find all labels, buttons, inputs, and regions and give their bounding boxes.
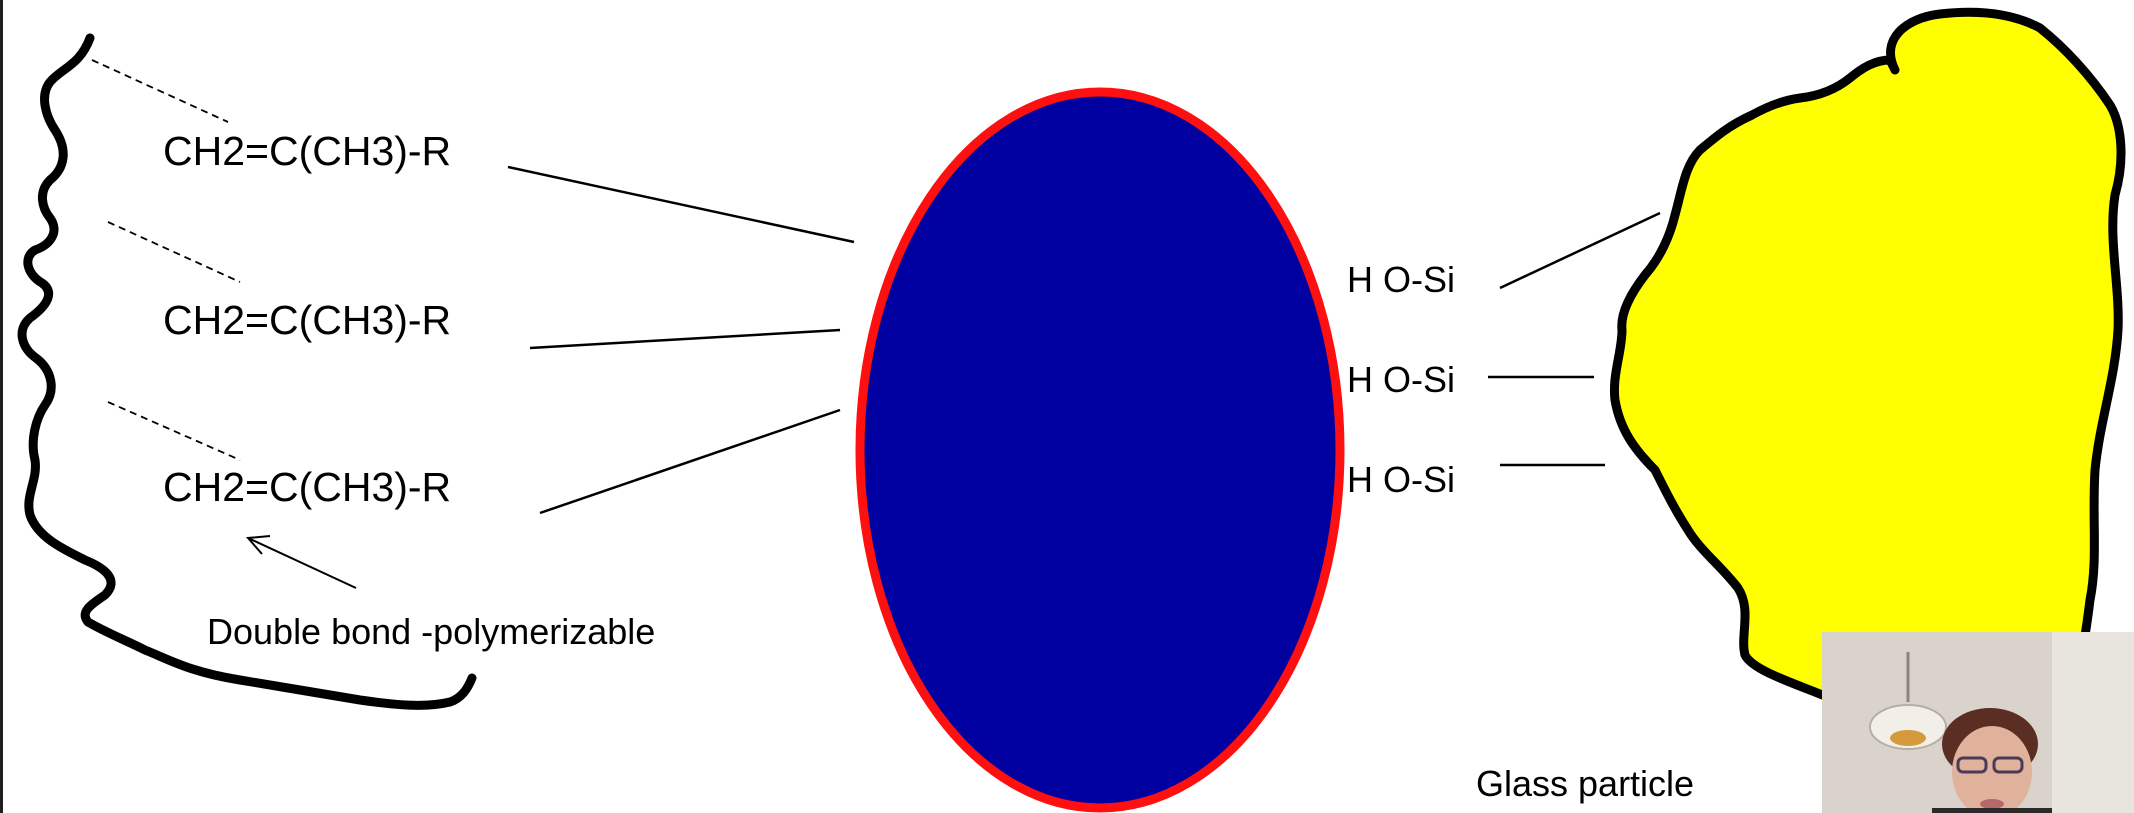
methacrylate-label-3: CH2=C(CH3)-R xyxy=(163,464,452,510)
glass-particle xyxy=(1609,7,2126,751)
webcam-ceiling-lamp xyxy=(1869,704,1947,750)
silanol-label-2: H O-Si xyxy=(1347,359,1455,400)
methacrylate-label-1: CH2=C(CH3)-R xyxy=(163,128,452,174)
webcam-presenter-face xyxy=(1952,726,2032,813)
silanol-label-3: H O-Si xyxy=(1347,459,1455,500)
double-bond-note: Double bond -polymerizable xyxy=(207,611,656,652)
glass-particle-caption: Glass particle xyxy=(1476,763,1695,804)
silanol-label-1: H O-Si xyxy=(1347,259,1455,300)
silane-core-ellipse xyxy=(855,87,1345,813)
connector-line-2 xyxy=(529,328,841,350)
dashed-line-3 xyxy=(107,401,241,461)
double-bond-arrowhead xyxy=(245,535,271,555)
webcam-overlay xyxy=(1822,632,2134,813)
methacrylate-label-2: CH2=C(CH3)-R xyxy=(163,297,452,343)
double-bond-arrow xyxy=(247,537,357,589)
dashed-line-1 xyxy=(91,59,229,123)
glass-connector-1 xyxy=(1499,211,1661,290)
slide-left-edge xyxy=(0,0,3,813)
connector-line-3 xyxy=(539,408,841,515)
connector-line-1 xyxy=(507,165,855,244)
resin-matrix-outline xyxy=(17,33,477,710)
webcam-frame xyxy=(1822,632,2134,813)
dashed-line-2 xyxy=(107,221,241,283)
